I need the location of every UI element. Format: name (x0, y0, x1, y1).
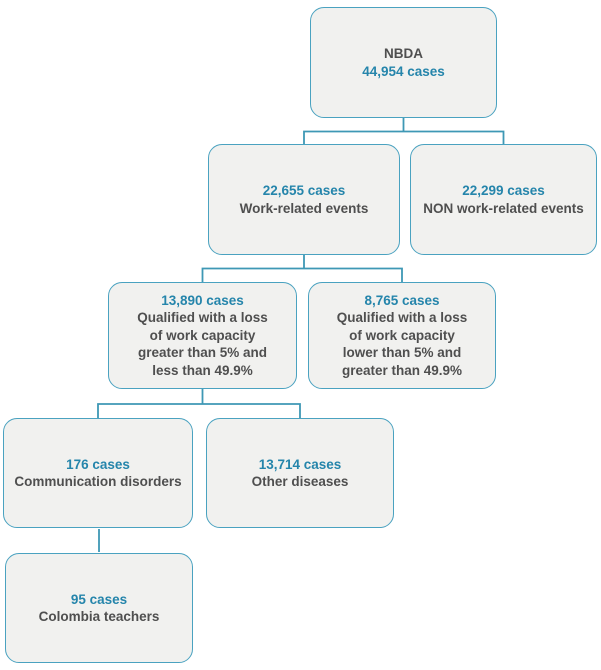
node-other-diseases-cases: 13,714 cases (258, 456, 342, 472)
node-non-work-related-cases: 22,299 cases (462, 183, 545, 198)
node-comm-disorders-label: Communication disorders (14, 474, 182, 489)
connector-nbda-to-level2 (303, 118, 505, 144)
node-nbda-title: NBDA (384, 46, 423, 61)
node-loss-greater-cases: 13,890 cases (161, 292, 244, 308)
node-loss-lower-label: Qualified with a loss of work capacity l… (336, 310, 468, 378)
node-other-diseases-label: Other diseases (251, 474, 349, 489)
node-communication-disorders: 176 cases Communication disorders (3, 418, 193, 528)
node-loss-capacity-lower-5: 8,765 cases Qualified with a loss of wor… (308, 282, 496, 389)
node-work-related-events: 22,655 cases Work-related events (208, 144, 400, 255)
node-non-work-related-label: NON work-related events (423, 200, 584, 216)
node-loss-greater-label: Qualified with a loss of work capacity g… (137, 310, 268, 378)
node-comm-disorders-cases: 176 cases (66, 456, 130, 472)
node-work-related-label: Work-related events (239, 200, 369, 216)
node-other-diseases: 13,714 cases Other diseases (206, 418, 394, 528)
node-loss-lower-cases: 8,765 cases (364, 292, 440, 308)
node-loss-capacity-greater-5: 13,890 cases Qualified with a loss of wo… (108, 282, 297, 389)
node-colombia-teachers-cases: 95 cases (70, 591, 128, 607)
connector-loss-greater-to-level4 (97, 389, 301, 418)
node-nbda: NBDA 44,954 cases (310, 7, 497, 118)
connector-work-related-to-level3 (201, 255, 403, 282)
node-colombia-teachers: 95 cases Colombia teachers (5, 553, 193, 663)
node-work-related-cases: 22,655 cases (262, 183, 346, 198)
node-nbda-cases: 44,954 cases (362, 63, 445, 79)
node-non-work-related-events: 22,299 cases NON work-related events (410, 144, 597, 255)
node-colombia-teachers-label: Colombia teachers (38, 609, 160, 624)
